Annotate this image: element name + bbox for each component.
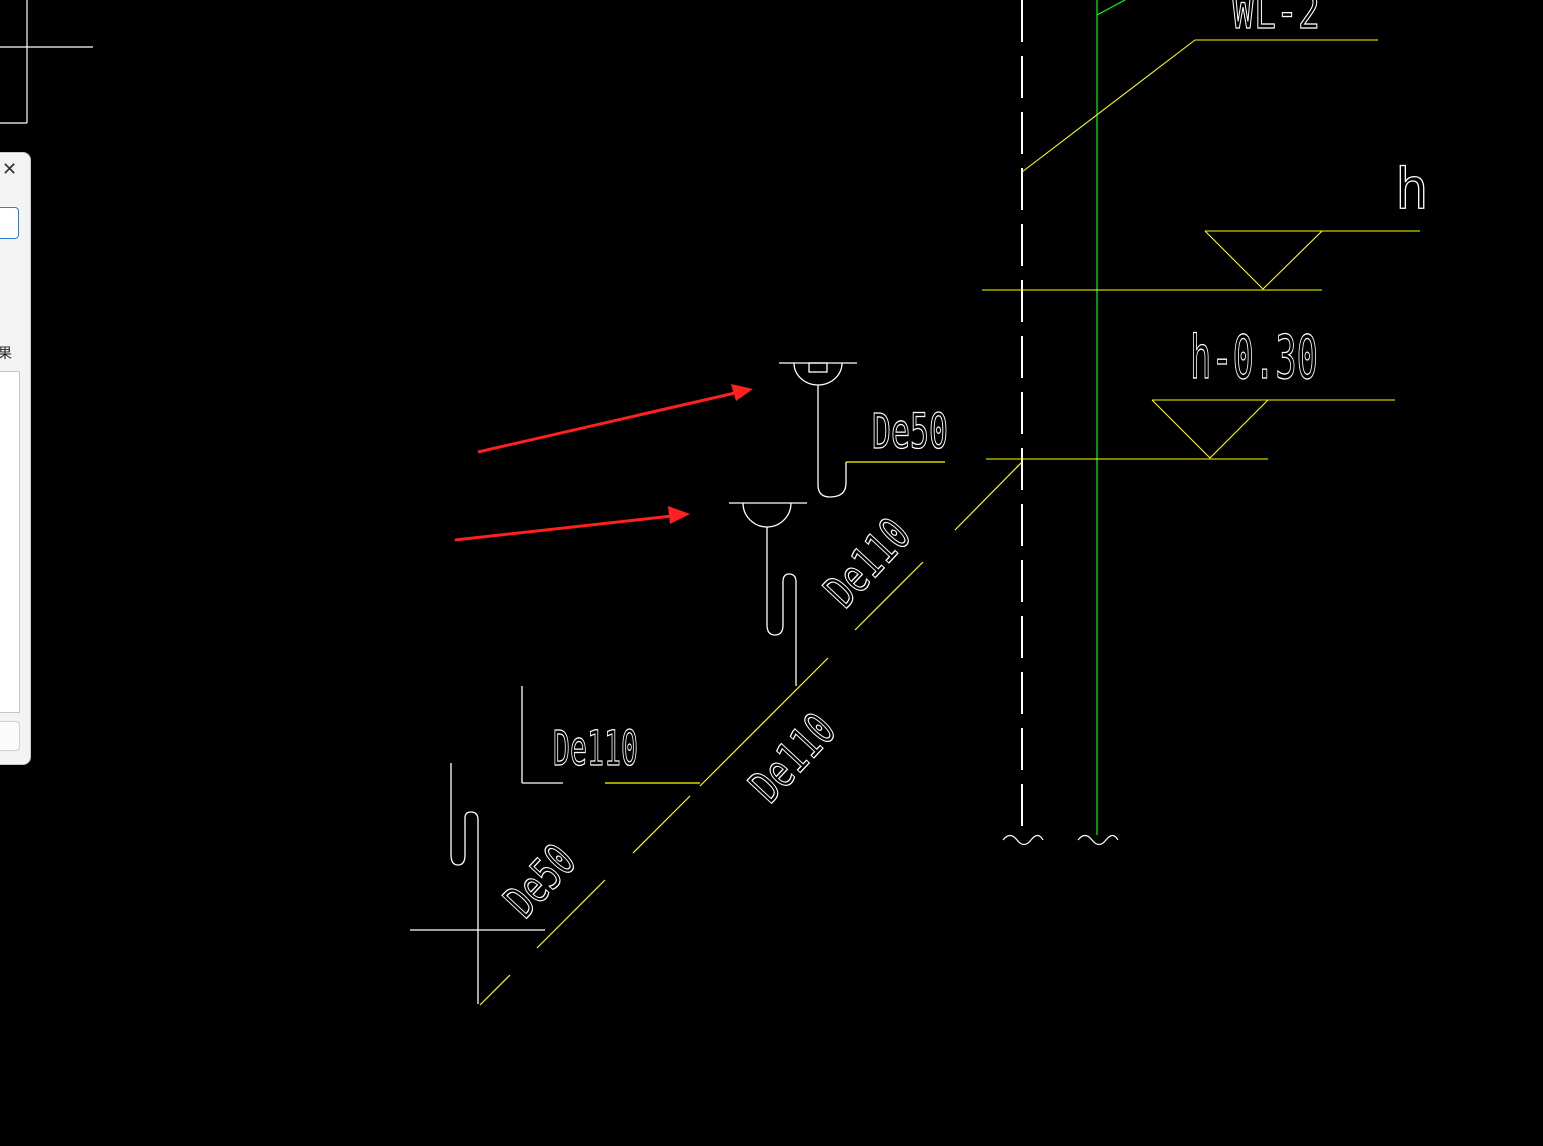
riser-break-symbol-right bbox=[1077, 834, 1119, 846]
annotation-arrow-upper bbox=[477, 384, 753, 454]
level-bottom-label: h-0.30 bbox=[1190, 323, 1318, 393]
floor-drain-lower bbox=[729, 502, 807, 686]
riser-label: WL-2 bbox=[1232, 0, 1320, 40]
main-diagonal-pipe bbox=[479, 461, 1023, 1006]
crosshair-fragment bbox=[0, 0, 93, 124]
riser-label-leader bbox=[1021, 39, 1378, 173]
close-icon[interactable]: ✕ bbox=[2, 159, 18, 180]
level-bottom-symbol bbox=[986, 399, 1395, 460]
result-list[interactable] bbox=[0, 371, 20, 713]
annotation-arrow-lower bbox=[454, 506, 690, 542]
end-branch-trap bbox=[410, 763, 545, 1004]
dialog-input[interactable] bbox=[0, 207, 19, 239]
riser-green-tick bbox=[1096, 0, 1126, 16]
result-label: 果 bbox=[0, 346, 12, 362]
toilet-branch-label: De110 bbox=[553, 721, 638, 777]
level-top-symbol bbox=[982, 230, 1420, 291]
riser-break-symbol-left bbox=[1002, 834, 1044, 846]
floor-drain-upper bbox=[779, 362, 945, 498]
floor-drain-branch-label: De50 bbox=[872, 404, 948, 460]
dialog-button[interactable] bbox=[0, 721, 20, 751]
level-top-label: h bbox=[1395, 157, 1429, 222]
main-upper-label: De110 bbox=[814, 508, 922, 618]
side-dialog: ✕ 果 bbox=[0, 152, 31, 765]
main-lower-label: De110 bbox=[739, 703, 847, 813]
toilet-branch bbox=[521, 686, 700, 784]
